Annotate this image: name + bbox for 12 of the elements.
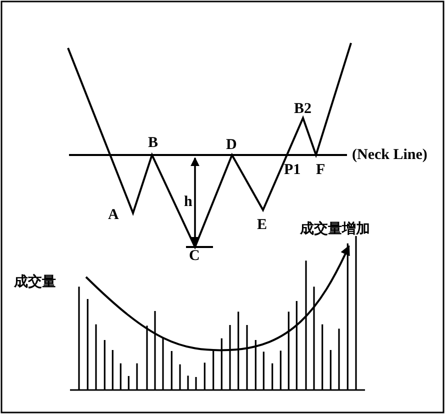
axis-label: 成交量 [14,275,56,291]
point-label: B2 [294,101,312,117]
point-label: A [108,207,119,223]
dimension-label: h [184,194,192,210]
annotation-text: 成交量增加 [300,222,370,238]
point-label: C [189,248,200,264]
point-label: F [316,162,326,178]
axis-label: (Neck Line) [352,147,428,163]
point-label: E [257,217,268,233]
point-label: D [226,137,237,153]
point-label: B [148,135,158,151]
point-label: P1 [284,162,301,178]
